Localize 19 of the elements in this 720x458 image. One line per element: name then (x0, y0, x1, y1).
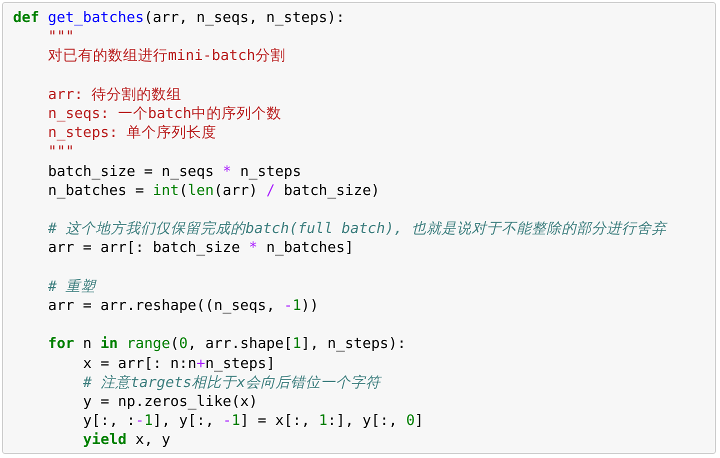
docstring-line: """ (48, 28, 74, 46)
code-line: for n in range(0, arr.shape[1], n_steps): (48, 335, 406, 354)
code-line: n_batches = int(len(arr) / batch_size) (48, 182, 380, 200)
code-line: arr = arr.reshape((n_seqs, -1)) (48, 297, 319, 315)
docstring-line: n_steps: 单个序列长度 (48, 124, 217, 142)
code-line: yield x, y (83, 431, 170, 450)
code-line: x = arr[: n:n+n_steps] (83, 354, 276, 373)
code-line: batch_size = n_seqs * n_steps (48, 162, 302, 181)
docstring-line: n_seqs: 一个batch中的序列个数 (48, 105, 282, 123)
docstring-line: arr: 待分割的数组 (48, 86, 182, 104)
code-line: def get_batches(arr, n_seqs, n_steps): (13, 9, 345, 27)
code-line: arr = arr[: batch_size * n_batches] (48, 239, 354, 258)
comment-line: # 这个地方我们仅保留完成的batch(full batch), 也就是说对于不能整除的部分进行舍弃 (48, 220, 666, 238)
comment-line: # 注意targets相比于x会向后错位一个字符 (83, 374, 380, 392)
code-line: y = np.zeros_like(x) (83, 393, 258, 411)
docstring-line: 对已有的数组进行mini-batch分割 (48, 47, 286, 66)
comment-line: # 重塑 (48, 278, 96, 296)
code-line: y[:, :-1], y[:, -1] = x[:, 1:], y[:, 0] (83, 412, 424, 430)
docstring-line: """ (48, 143, 74, 162)
